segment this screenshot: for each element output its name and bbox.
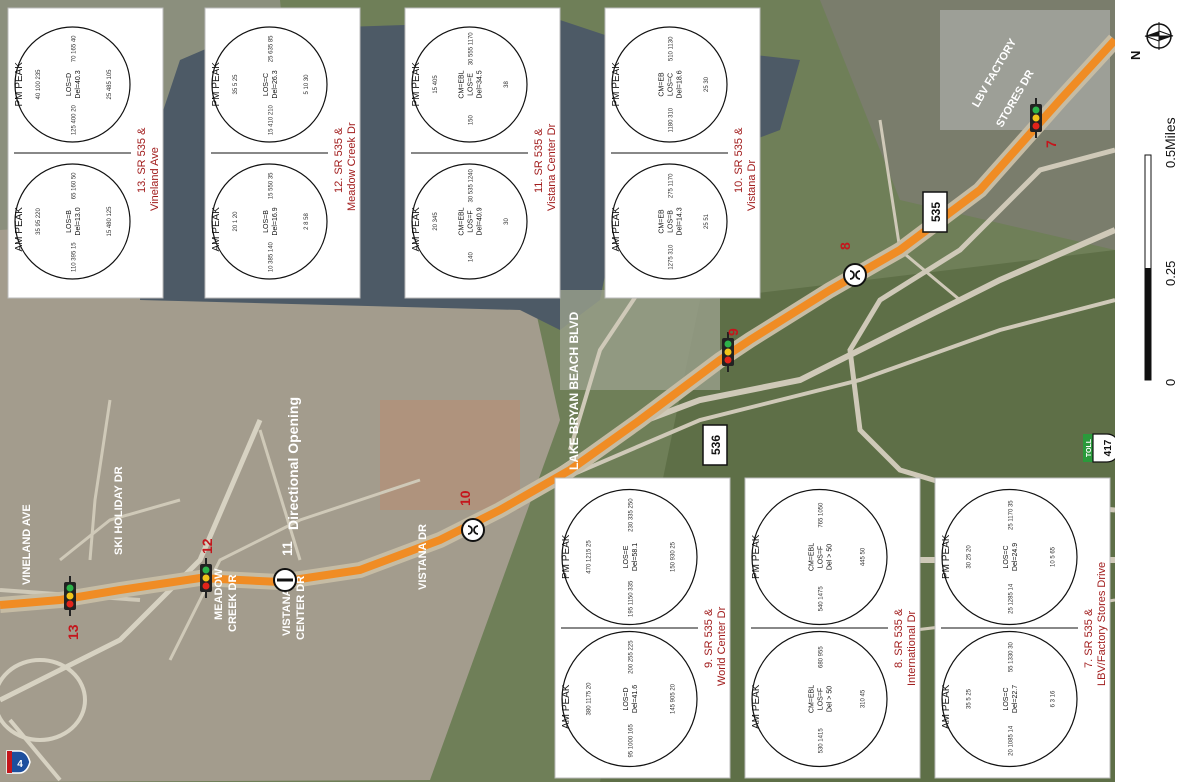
svg-text:535: 535 — [929, 202, 943, 222]
intersection-marker-10: 10 — [457, 490, 473, 506]
directional-opening-icon — [273, 568, 297, 592]
street-label-meadow-2: CREEK DR — [227, 574, 239, 632]
scale-tick-0: 0 — [1163, 379, 1178, 386]
traffic-signal-icon — [64, 576, 76, 616]
svg-text:TOLL: TOLL — [1086, 438, 1093, 457]
scale-bar — [1144, 154, 1152, 381]
intersection-marker-11: 11 — [279, 541, 295, 556]
north-arrow-icon — [1144, 22, 1174, 50]
road-i4 — [0, 419, 263, 703]
street-label-lake-bryan: LAKE BRYAN BEACH BLVD — [567, 311, 581, 470]
street-label-vistana-dr: VISTANA DR — [417, 524, 429, 590]
traffic-signal-icon — [200, 558, 212, 598]
scale-tick-025: 0.25 — [1163, 261, 1178, 286]
svg-text:4: 4 — [17, 759, 23, 770]
intersection-marker-8: 8 — [837, 242, 853, 250]
street-label-vistana-center-2: CENTER DR — [295, 576, 307, 640]
intersection-marker-13: 13 — [65, 624, 81, 640]
street-label-ski-holiday: SKI HOLIDAY DR — [113, 466, 125, 555]
traffic-signal-icon — [722, 332, 734, 372]
intersection-marker-7: 7 — [1043, 140, 1059, 148]
aerial-imagery: VINELAND AVE SKI HOLIDAY DR LAKE BRYAN B… — [0, 0, 1122, 782]
intersection-marker-9: 9 — [725, 328, 741, 336]
street-label-meadow-1: MEADOW — [213, 568, 225, 620]
u-turn-icon — [843, 263, 867, 287]
sr535-shield-icon: 535 — [922, 191, 948, 233]
road-vistana — [168, 478, 421, 661]
svg-text:417: 417 — [1103, 439, 1114, 456]
road-lake-bryan — [568, 288, 642, 451]
intersection-marker-12: 12 — [199, 538, 215, 554]
north-label: N — [1128, 51, 1143, 60]
traffic-signal-icon — [1030, 98, 1042, 138]
street-label-vistana-center-1: VISTANA — [281, 588, 293, 636]
u-turn-icon — [461, 518, 485, 542]
scale-label-miles: Miles — [1162, 117, 1178, 150]
interstate-4-shield-icon: 4 — [6, 750, 31, 774]
sr417-toll-shield-icon: TOLL 417 — [1083, 433, 1122, 463]
legend-canvas: N Miles 0 0.25 0.5 — [1128, 22, 1178, 386]
scale-tick-05: 0.5 — [1163, 150, 1178, 168]
map-canvas: VINELAND AVE SKI HOLIDAY DR LAKE BRYAN B… — [0, 0, 1122, 782]
directional-opening-label: Directional Opening — [285, 397, 301, 530]
sr536-shield-icon: 536 — [702, 424, 728, 466]
svg-text:536: 536 — [709, 435, 723, 455]
legend-area: N Miles 0 0.25 0.5 — [1115, 0, 1183, 782]
street-label-vineland: VINELAND AVE — [21, 504, 33, 585]
